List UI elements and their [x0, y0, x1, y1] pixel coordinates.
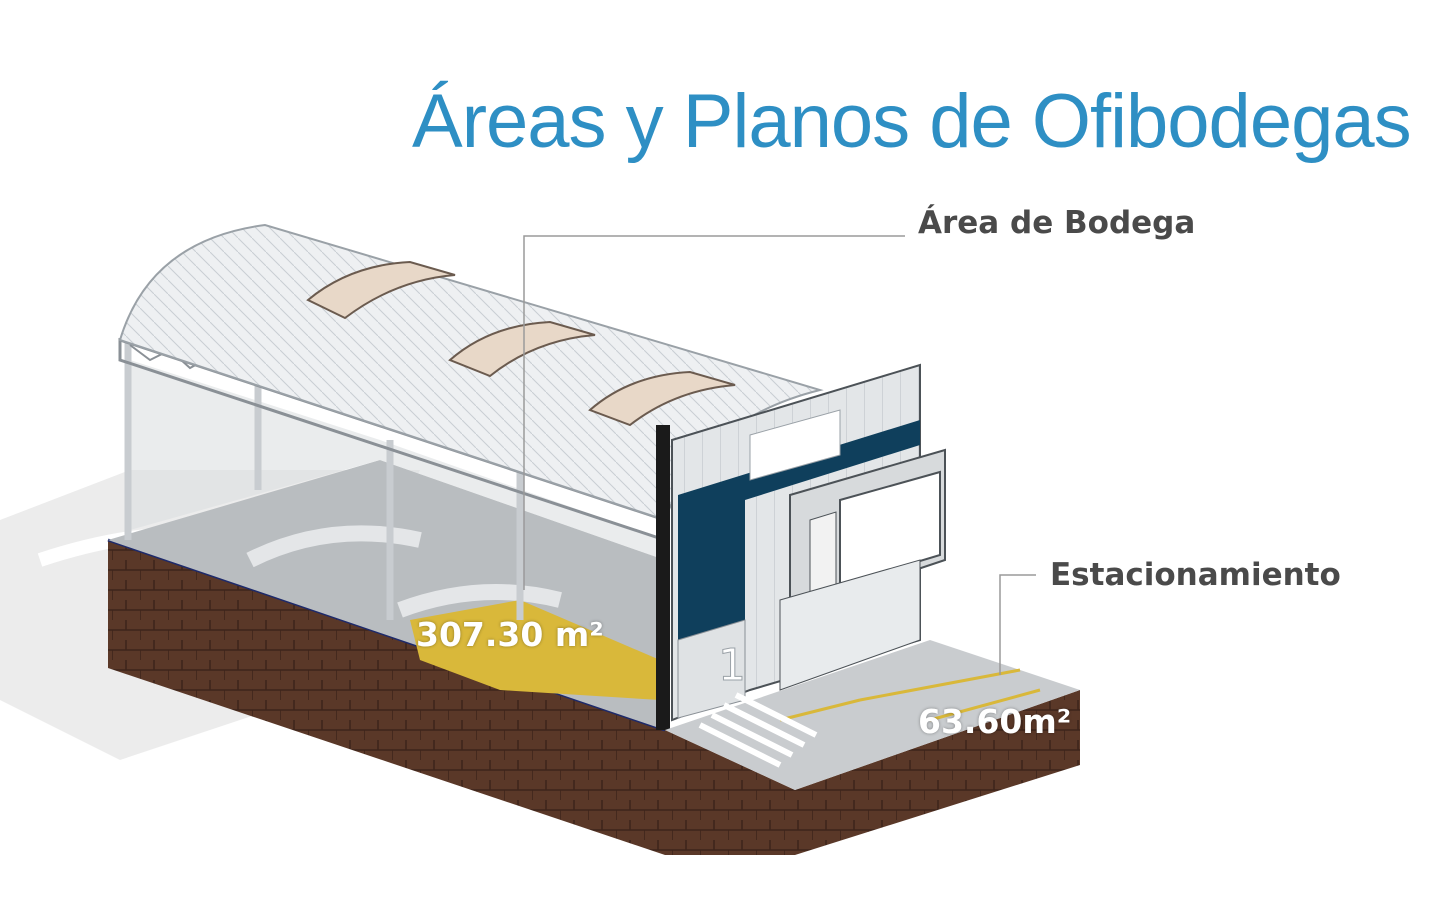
skylight-2 — [448, 320, 596, 378]
black-column — [656, 425, 670, 730]
crosswalk — [698, 692, 818, 768]
estacionamiento-area-value: 63.60m² — [918, 702, 1072, 741]
brick-base-front — [108, 540, 665, 855]
office-louvers — [749, 409, 841, 481]
floor-marking-stripe-2 — [397, 584, 562, 618]
skylight-3 — [588, 370, 736, 427]
skylight-1 — [306, 260, 456, 320]
back-wall — [130, 360, 665, 560]
parking-lines — [779, 668, 1041, 722]
parking-number: 1 — [718, 640, 746, 691]
bodega-area-value: 307.30 m² — [416, 615, 604, 654]
leader-line-bodega — [523, 235, 905, 590]
brick-base-parking — [665, 690, 1080, 855]
steel-columns — [124, 340, 524, 620]
floor-marking-stripe — [246, 525, 422, 568]
yellow-floor-area — [410, 600, 660, 700]
office-ground-glass — [779, 559, 921, 691]
page-title: Áreas y Planos de Ofibodegas — [412, 79, 1412, 164]
leader-line-estacionamiento — [999, 574, 1036, 675]
callout-bodega-label: Área de Bodega — [918, 205, 1196, 241]
callout-estacionamiento-label: Estacionamiento — [1050, 557, 1341, 593]
office-box-glass — [839, 470, 941, 587]
